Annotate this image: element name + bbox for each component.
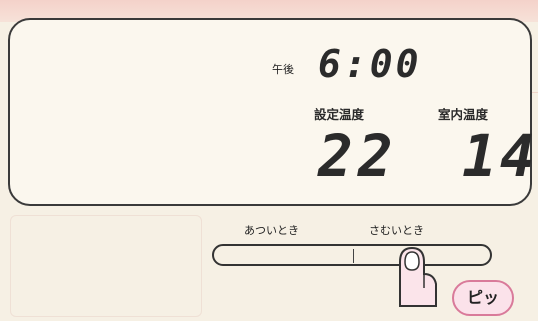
- background-panel: [10, 215, 202, 317]
- finger-press-icon: [399, 246, 437, 307]
- set-temperature-value: 22: [318, 122, 398, 190]
- room-temperature-label: 室内温度: [438, 107, 489, 122]
- rocker-divider: [353, 249, 354, 263]
- temperature-rocker-button[interactable]: [212, 244, 492, 266]
- background-stripe: [0, 0, 538, 22]
- set-temperature-label: 設定温度: [314, 107, 365, 122]
- room-temperature-value: 14: [462, 122, 538, 190]
- beep-sound-text: ピッ: [466, 288, 499, 307]
- lcd-display: [8, 18, 532, 206]
- cold-button-label: さむいとき: [369, 224, 424, 237]
- period-indicator: 午後: [272, 63, 294, 76]
- hot-button-label: あついとき: [244, 224, 299, 237]
- clock-time: 6:00: [318, 42, 422, 86]
- beep-speech-bubble: ピッ: [452, 280, 514, 316]
